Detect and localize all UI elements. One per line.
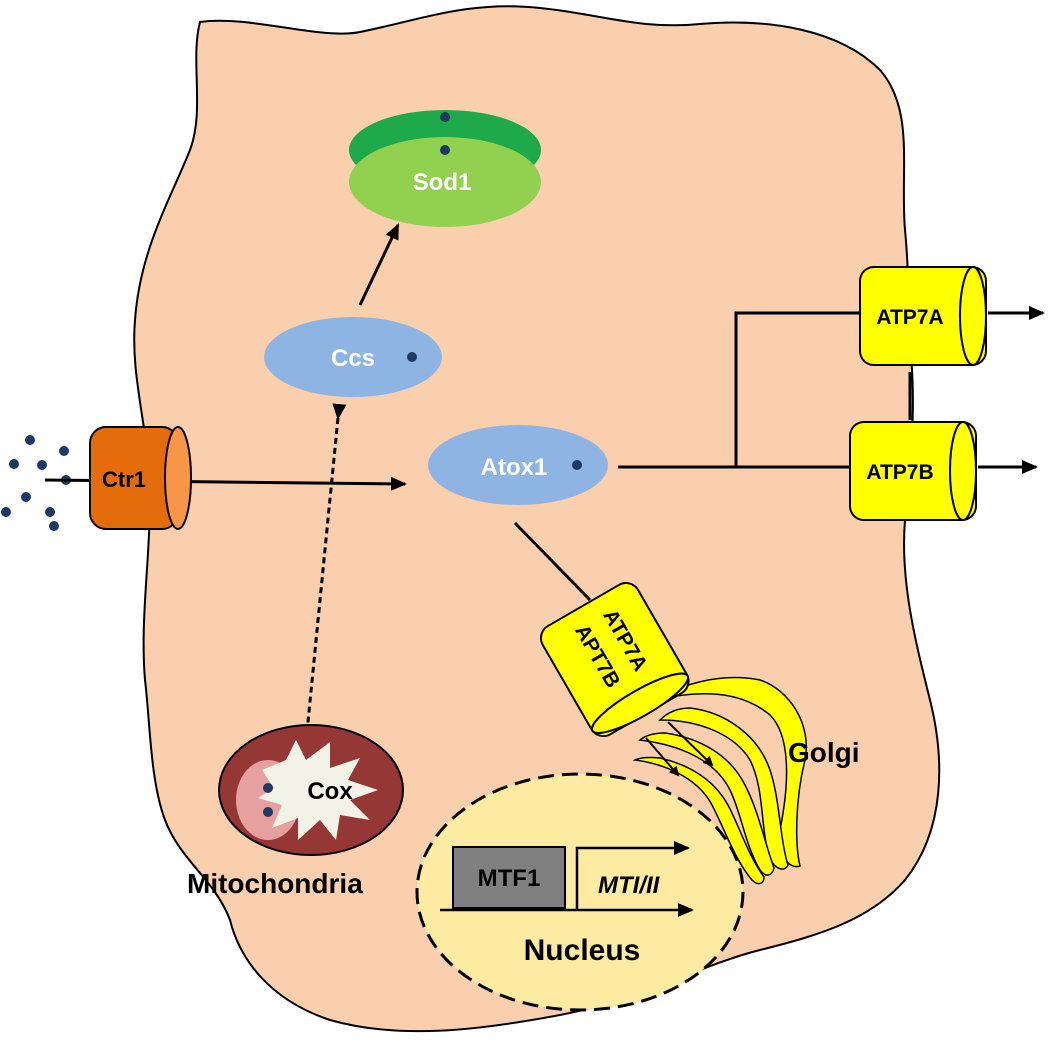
cox-complex [258,740,378,840]
ccs-label: Ccs [331,345,375,372]
ccs-cox-dashed-arrow [299,403,347,754]
mtf1-box [452,846,566,909]
mtf1-label: MTF1 [478,865,541,892]
atox1-protein: Atox1 [428,425,608,505]
copper-dot [263,783,273,793]
copper-dot [263,807,273,817]
mitochondria: Cox [218,724,404,856]
golgi-arrows [645,721,714,777]
ccs-protein: Ccs [264,317,442,397]
atp7a-label: ATP7A [876,306,943,329]
ctr1-transporter: Ctr1 [89,426,192,530]
mitochondria-label: Mitochondria [187,868,363,899]
atp7a-transporter: ATP7A [859,266,987,366]
sod1-protein: Sod1 [349,110,541,227]
atp7b-label: ATP7B [866,461,933,484]
golgi-label: Golgi [788,737,860,768]
copper-dot [440,145,450,155]
copper-dot [407,352,417,362]
sod1-label: Sod1 [413,169,472,196]
golgi-atp7a-apt7b-transporter: ATP7A APT7B [539,582,690,738]
ctr1-label: Ctr1 [102,467,146,492]
nucleus-label: Nucleus [524,934,641,967]
gene-arrows [440,841,694,917]
atox1-label: Atox1 [481,454,548,481]
extracellular-copper-dots [1,435,71,531]
copper-dot [572,460,582,470]
copper-dot [440,112,450,122]
mti-ii-label: MTI/II [598,872,661,899]
atp7b-transporter: ATP7B [849,421,977,521]
nucleus: MTF1 MTI/II Nucleus [415,772,745,1012]
cox-label: Cox [307,778,353,805]
